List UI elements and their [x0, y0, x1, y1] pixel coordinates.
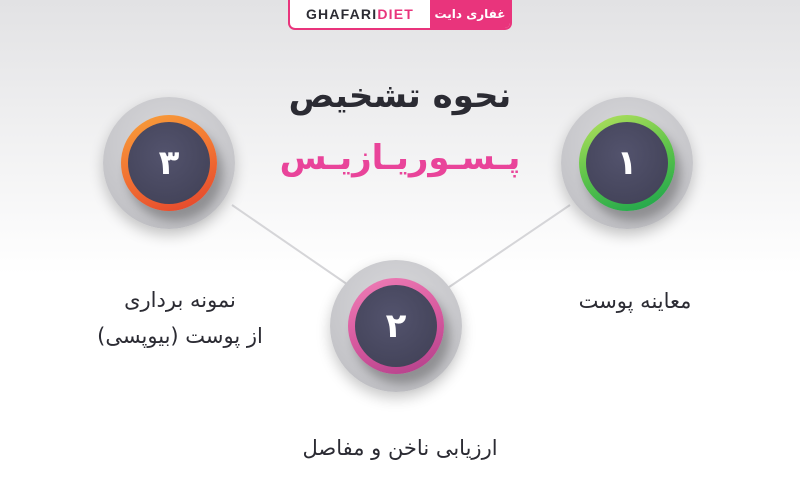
connector-step1-step2 — [429, 204, 571, 301]
brand-name-part2: DIET — [377, 6, 415, 22]
step-1-ring: ۱ — [579, 115, 675, 211]
step-1-label-line1: معاینه پوست — [578, 289, 692, 313]
step-2-number: ۲ — [355, 285, 437, 367]
step-1-label: معاینه پوست — [540, 283, 730, 319]
step-3-label-line2: از پوست (بیوپسی) — [97, 324, 263, 348]
step-3-ring: ۳ — [121, 115, 217, 211]
title-line1: نحوه تشخیص — [288, 76, 512, 116]
step-3-label: نمونه برداری از پوست (بیوپسی) — [60, 282, 300, 354]
step-1-number: ۱ — [586, 122, 668, 204]
brand-name-part1: GHAFARI — [305, 6, 378, 22]
step-2-circle: ۲ — [330, 260, 462, 392]
step-3-label-line1: نمونه برداری — [124, 288, 236, 312]
step-3-circle: ۳ — [103, 97, 235, 229]
brand-name-persian: غفاری دایت — [430, 0, 510, 28]
title-line2: پـسـوریـازیـس — [279, 138, 521, 178]
step-2-label-line1: ارزیابی ناخن و مفاصل — [302, 436, 498, 460]
step-3-number: ۳ — [128, 122, 210, 204]
step-2-label: ارزیابی ناخن و مفاصل — [260, 430, 540, 466]
step-2-ring: ۲ — [348, 278, 444, 374]
step-1-circle: ۱ — [561, 97, 693, 229]
